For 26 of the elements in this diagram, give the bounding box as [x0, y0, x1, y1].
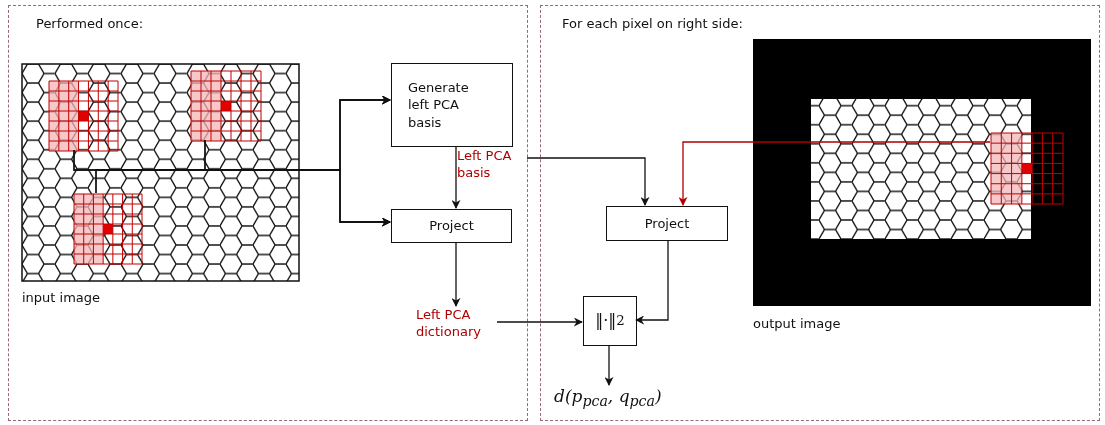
patch-grid-drawing [191, 71, 261, 141]
arrow [604, 344, 614, 386]
arrow [95, 169, 391, 227]
patch-grid-drawing [49, 81, 118, 151]
image-caption: input image [22, 290, 101, 305]
input-image-drawing [22, 64, 299, 281]
distance-formula: d(p$_{pca}$, q$_{pca}$) [554, 386, 679, 418]
arrow [678, 141, 991, 206]
process-box: Project [606, 206, 728, 241]
data-label: Left PCA dictionary [416, 307, 498, 343]
patch-grid-drawing [991, 133, 1063, 204]
data-label: Left PCA basis [457, 148, 528, 184]
arrow [635, 239, 669, 325]
process-box: Generate left PCA basis [391, 63, 513, 147]
arrow [496, 317, 583, 327]
patch-grid-drawing [74, 194, 142, 264]
dashed-panel [8, 5, 528, 421]
dashed-panel [540, 5, 1100, 421]
process-box: Project [391, 209, 512, 243]
image-caption: output image [753, 316, 841, 331]
output-image-drawing [753, 39, 1091, 306]
panel-heading: For each pixel on right side: [562, 16, 743, 31]
arrow [526, 157, 650, 206]
arrow [451, 241, 461, 307]
arrow [451, 145, 461, 209]
panel-heading: Performed once: [36, 16, 144, 31]
